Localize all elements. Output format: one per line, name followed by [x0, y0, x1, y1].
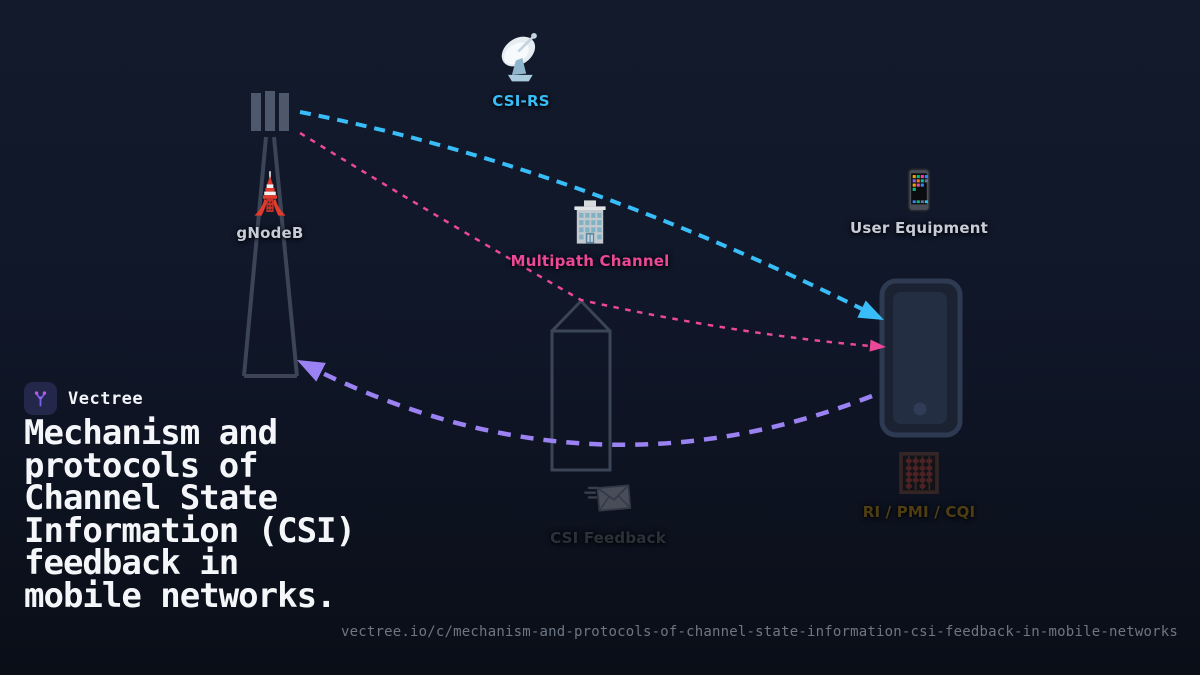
- vectree-logo: [24, 382, 57, 415]
- csi-rs-downlink-arrowhead: [857, 300, 884, 320]
- node-label-user-equipment: User Equipment: [850, 219, 988, 237]
- node-label-csi-feedback: CSI Feedback: [550, 529, 666, 547]
- uplink-feedback-arrowhead: [297, 360, 326, 382]
- vectree-branch-icon: [34, 391, 47, 407]
- brand-lockup: Vectree: [24, 382, 143, 415]
- page-title: Mechanism and protocols of Channel State…: [24, 413, 356, 616]
- mobile-phone-icon: [896, 167, 942, 213]
- uplink-feedback-line: [311, 365, 873, 448]
- node-csi-feedback: CSI Feedback: [528, 479, 688, 547]
- tokyo-tower-icon: [246, 170, 294, 218]
- node-gnodeb: gNodeB: [210, 170, 330, 242]
- node-label-ri-pmi-cqi: RI / PMI / CQI: [862, 503, 976, 521]
- node-csi-rs: CSI-RS: [461, 30, 581, 110]
- node-user-equipment: User Equipment: [839, 167, 999, 237]
- footer-url[interactable]: vectree.io/c/mechanism-and-protocols-of-…: [341, 624, 1178, 640]
- multipath-reflection-line: [299, 131, 871, 348]
- node-label-gnodeb: gNodeB: [236, 224, 304, 242]
- abacus-icon: [895, 449, 943, 497]
- brand-name: Vectree: [68, 388, 144, 409]
- incoming-envelope-icon: [583, 479, 633, 523]
- office-building-icon: [566, 198, 614, 246]
- cell-tower-shape: [242, 91, 299, 378]
- node-ri-pmi-cqi: RI / PMI / CQI: [839, 449, 999, 521]
- handset-shape: [879, 278, 963, 438]
- csi-rs-downlink-line: [299, 110, 867, 313]
- node-label-multipath-channel: Multipath Channel: [510, 252, 670, 270]
- node-label-csi-rs: CSI-RS: [492, 92, 550, 110]
- multipath-reflection-arrowhead: [869, 339, 886, 352]
- node-multipath-channel: Multipath Channel: [510, 198, 670, 270]
- satellite-dish-icon: [495, 30, 547, 86]
